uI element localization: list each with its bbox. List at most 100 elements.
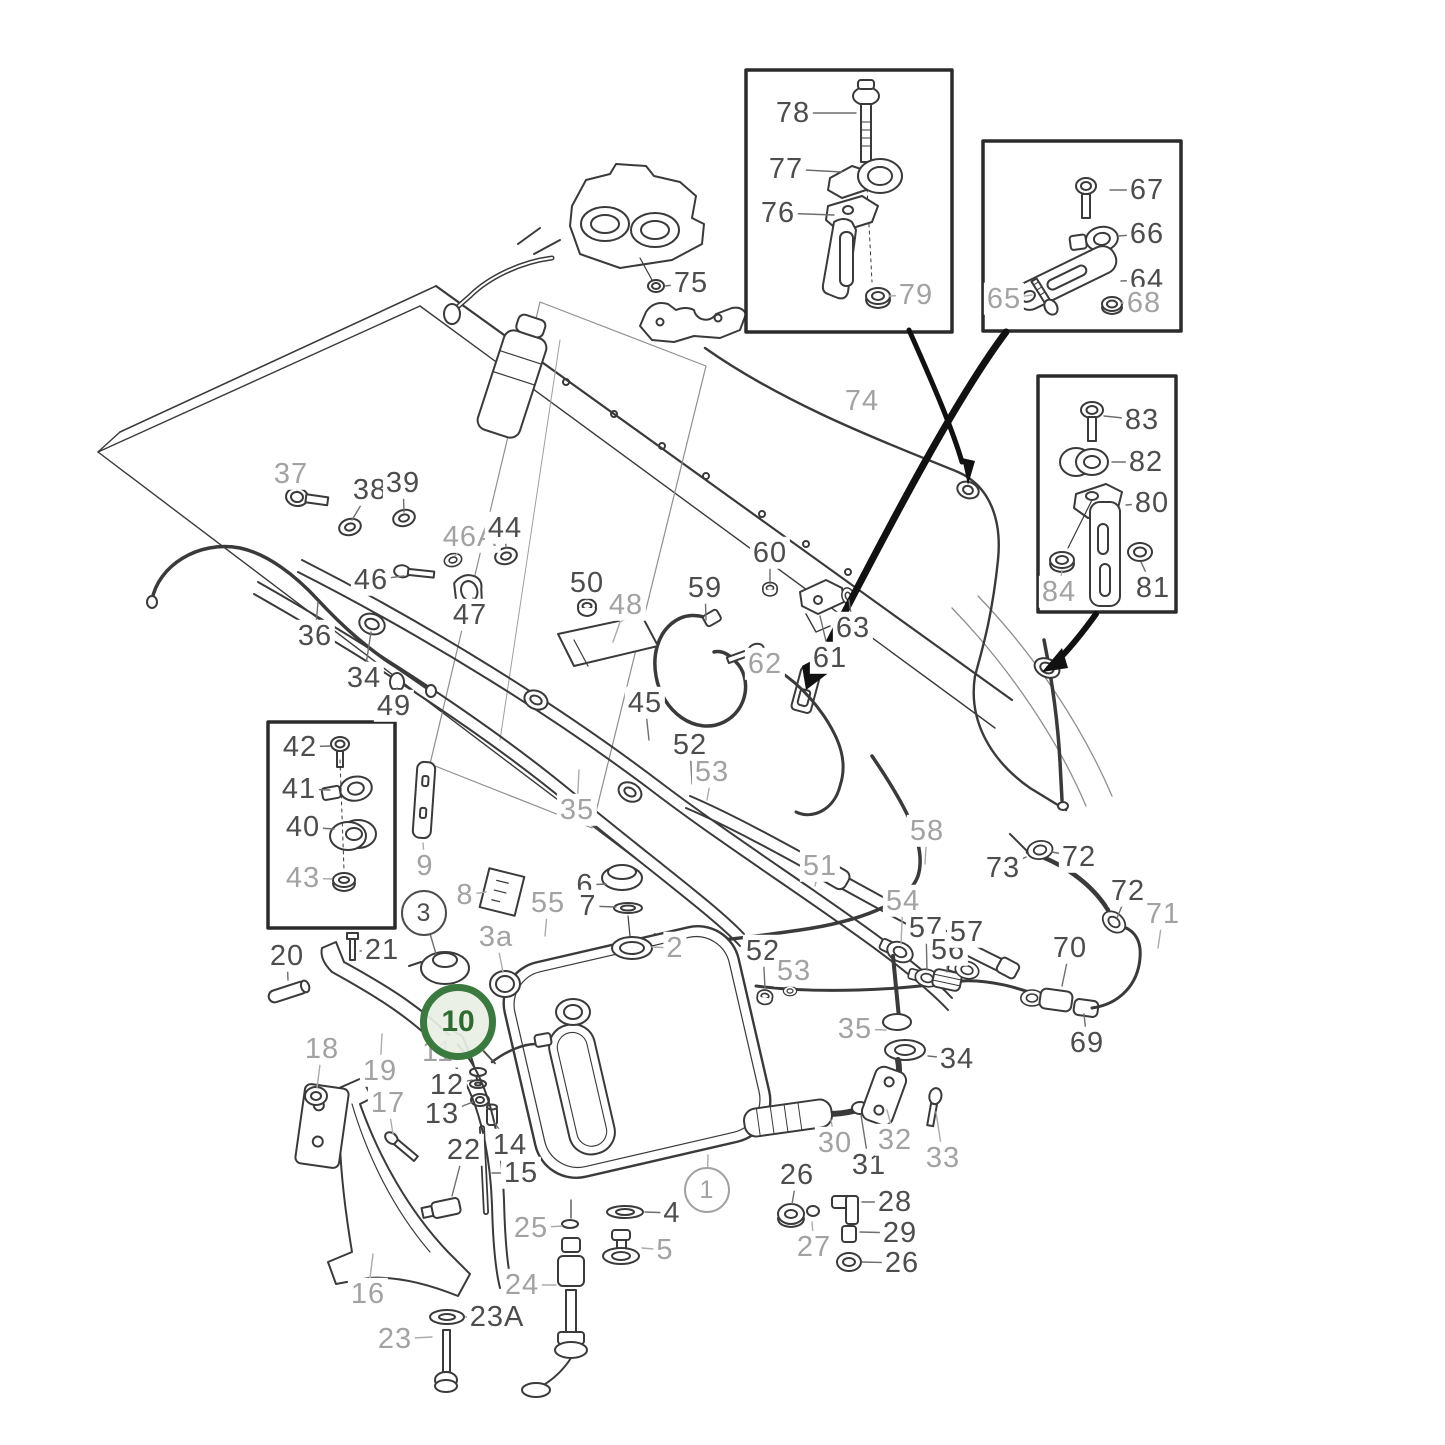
callout-62[interactable]: 62 <box>744 647 786 681</box>
callout-39[interactable]: 39 <box>382 466 424 500</box>
callout-34[interactable]: 34 <box>936 1042 978 1076</box>
callout-31[interactable]: 31 <box>848 1148 890 1182</box>
callout-3a[interactable]: 3a <box>475 920 517 954</box>
callout-37[interactable]: 37 <box>270 457 312 491</box>
drain-elbow-group <box>743 954 943 1272</box>
callout-72[interactable]: 72 <box>1058 840 1100 874</box>
callout-29[interactable]: 29 <box>879 1216 921 1250</box>
callout-36[interactable]: 36 <box>294 619 336 653</box>
fuel-line-74 <box>703 346 1068 812</box>
callout-79[interactable]: 79 <box>895 278 937 312</box>
callout-77[interactable]: 77 <box>765 152 807 186</box>
callout-63[interactable]: 63 <box>832 611 874 645</box>
callout-3[interactable]: 3 <box>401 890 447 936</box>
callout-70[interactable]: 70 <box>1049 931 1091 965</box>
callout-49[interactable]: 49 <box>373 689 415 723</box>
callout-73[interactable]: 73 <box>982 851 1024 885</box>
callout-80[interactable]: 80 <box>1131 486 1173 520</box>
callout-84[interactable]: 84 <box>1038 575 1080 609</box>
callout-24[interactable]: 24 <box>501 1268 543 1302</box>
callout-28[interactable]: 28 <box>874 1185 916 1219</box>
callout-33[interactable]: 33 <box>922 1141 964 1175</box>
callout-25[interactable]: 25 <box>510 1211 552 1245</box>
callout-7[interactable]: 7 <box>576 889 600 923</box>
callout-22[interactable]: 22 <box>443 1133 485 1167</box>
callout-14[interactable]: 14 <box>489 1128 531 1162</box>
callout-30[interactable]: 30 <box>814 1126 856 1160</box>
callout-45[interactable]: 45 <box>624 686 666 720</box>
callout-16[interactable]: 16 <box>347 1277 389 1311</box>
callout-53[interactable]: 53 <box>691 755 733 789</box>
callout-5[interactable]: 5 <box>653 1233 677 1267</box>
callout-61[interactable]: 61 <box>809 641 851 675</box>
callout-44[interactable]: 44 <box>484 511 526 545</box>
callout-47[interactable]: 47 <box>449 598 491 632</box>
callout-52[interactable]: 52 <box>669 728 711 762</box>
engine <box>443 163 705 439</box>
callout-59[interactable]: 59 <box>684 571 726 605</box>
callout-8[interactable]: 8 <box>453 878 477 912</box>
callout-69[interactable]: 69 <box>1066 1026 1108 1060</box>
callout-38[interactable]: 38 <box>349 473 391 507</box>
callout-60[interactable]: 60 <box>749 536 791 570</box>
callout-72[interactable]: 72 <box>1107 874 1149 908</box>
callout-83[interactable]: 83 <box>1121 403 1163 437</box>
fuel-tank <box>502 924 772 1180</box>
callout-34[interactable]: 34 <box>343 661 385 695</box>
callout-27[interactable]: 27 <box>793 1230 835 1264</box>
callout-40[interactable]: 40 <box>282 810 324 844</box>
callout-53[interactable]: 53 <box>773 954 815 988</box>
callout-55[interactable]: 55 <box>527 886 569 920</box>
callout-41[interactable]: 41 <box>278 772 320 806</box>
callout-75[interactable]: 75 <box>670 266 712 300</box>
callout-18[interactable]: 18 <box>301 1032 343 1066</box>
callout-32[interactable]: 32 <box>874 1123 916 1157</box>
callout-23a[interactable]: 23A <box>466 1300 528 1334</box>
callout-78[interactable]: 78 <box>772 96 814 130</box>
callout-35[interactable]: 35 <box>834 1012 876 1046</box>
fuel-pipes <box>253 559 953 1011</box>
callout-2[interactable]: 2 <box>663 931 687 965</box>
callout-12[interactable]: 12 <box>426 1068 468 1102</box>
callout-9[interactable]: 9 <box>413 849 437 883</box>
callout-23[interactable]: 23 <box>374 1322 416 1356</box>
strip-and-decal <box>411 760 526 917</box>
callout-1[interactable]: 1 <box>684 1167 730 1213</box>
callout-81[interactable]: 81 <box>1132 571 1174 605</box>
callout-66[interactable]: 66 <box>1126 217 1168 251</box>
callout-67[interactable]: 67 <box>1126 173 1168 207</box>
callout-21[interactable]: 21 <box>361 933 403 967</box>
sender-unit <box>521 1199 644 1398</box>
callout-74[interactable]: 74 <box>841 384 883 418</box>
small-parts-row <box>285 486 659 710</box>
callout-35[interactable]: 35 <box>556 793 598 827</box>
hose-59 <box>653 579 857 728</box>
callout-43[interactable]: 43 <box>282 861 324 895</box>
callout-17[interactable]: 17 <box>367 1086 409 1120</box>
callout-15[interactable]: 15 <box>500 1156 542 1190</box>
callout-51[interactable]: 51 <box>799 849 841 883</box>
callout-46[interactable]: 46 <box>350 563 392 597</box>
leader-10 <box>482 1049 496 1065</box>
callout-26[interactable]: 26 <box>776 1158 818 1192</box>
callout-57[interactable]: 57 <box>946 915 988 949</box>
callout-76[interactable]: 76 <box>757 196 799 230</box>
callout-65[interactable]: 65 <box>983 282 1025 316</box>
callout-48[interactable]: 48 <box>605 588 647 622</box>
callout-26[interactable]: 26 <box>881 1246 923 1280</box>
callout-4[interactable]: 4 <box>660 1196 684 1230</box>
callout-50[interactable]: 50 <box>566 566 608 600</box>
callout-42[interactable]: 42 <box>279 730 321 764</box>
callout-82[interactable]: 82 <box>1125 445 1167 479</box>
callout-13[interactable]: 13 <box>421 1097 463 1131</box>
callout-71[interactable]: 71 <box>1142 897 1184 931</box>
callout-58[interactable]: 58 <box>906 814 948 848</box>
highlighted-callout-10[interactable]: 10 <box>420 984 496 1060</box>
callout-20[interactable]: 20 <box>266 939 308 973</box>
filler-parts <box>408 864 643 998</box>
callout-68[interactable]: 68 <box>1123 286 1165 320</box>
callout-19[interactable]: 19 <box>359 1054 401 1088</box>
